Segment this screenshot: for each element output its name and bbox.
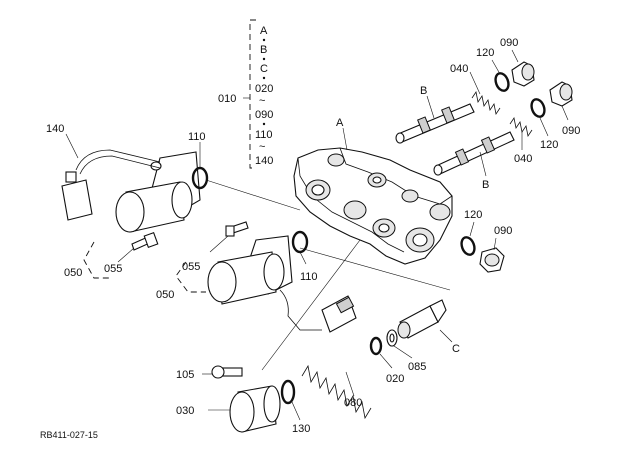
spool-lower: [433, 131, 515, 176]
label-A: A: [336, 117, 344, 129]
plug-090-upper: [511, 61, 535, 87]
label-120-mid: 120: [540, 139, 558, 151]
oring-020: [369, 336, 383, 356]
bolt-105: [211, 365, 243, 379]
valve-body: [293, 147, 453, 265]
stack-tilde-1: ~: [259, 95, 265, 107]
label-010: 010: [218, 93, 236, 105]
label-090-upper: 090: [500, 37, 518, 49]
label-B-lower: B: [482, 179, 489, 191]
label-030: 030: [176, 405, 194, 417]
stack-140: 140: [255, 155, 273, 167]
plug-090-mid: [549, 81, 573, 107]
label-085: 085: [408, 361, 426, 373]
wire-harness-140: [61, 149, 161, 221]
figure-code: RB411-027-15: [40, 430, 98, 440]
spool-upper: [395, 103, 475, 144]
oring-110-lower: [291, 230, 309, 254]
solenoid-030: [229, 385, 281, 433]
label-080: 080: [344, 397, 362, 409]
label-040-upper: 040: [450, 63, 468, 75]
stack-110: 110: [255, 129, 273, 141]
label-C-lower: C: [452, 343, 460, 355]
label-110-lower: 110: [300, 271, 318, 283]
label-050-lower: 050: [156, 289, 174, 301]
label-140: 140: [46, 123, 64, 135]
oring-120-upper: [494, 72, 510, 92]
stack-090: 090: [255, 109, 273, 121]
spring-080: [301, 364, 372, 420]
spring-040-upper: [471, 90, 501, 116]
bolt-055-upper: [131, 231, 159, 251]
label-020: 020: [386, 373, 404, 385]
label-055-lower: 055: [182, 261, 200, 273]
bracket-050-upper: [83, 241, 112, 279]
stack-C: C: [260, 63, 268, 75]
stack-020: 020: [255, 83, 273, 95]
label-090-mid: 090: [562, 125, 580, 137]
assembly-guide-lines: [205, 179, 451, 371]
spring-040-lower: [509, 116, 533, 138]
stack-tilde-2: ~: [259, 141, 265, 153]
oring-120-lower: [460, 236, 476, 256]
label-050-upper: 050: [64, 267, 82, 279]
label-110-upper: 110: [188, 131, 206, 143]
label-130: 130: [292, 423, 310, 435]
connector-plug: [321, 295, 357, 333]
valve-C: [397, 299, 447, 339]
label-120-lower: 120: [464, 209, 482, 221]
group-bracket-010: 010 A B C 020 ~ 090 110 ~ 140: [218, 19, 273, 169]
stack-A: A: [260, 25, 268, 37]
label-120-upper: 120: [476, 47, 494, 59]
label-090-lower: 090: [494, 225, 512, 237]
label-055-upper: 055: [104, 263, 122, 275]
solenoid-upper: [115, 151, 201, 233]
label-040-lower: 040: [514, 153, 532, 165]
solenoid-lower: [207, 235, 322, 331]
label-105: 105: [176, 369, 194, 381]
bolt-055-lower: [225, 221, 249, 237]
plug-090-lower: [479, 247, 505, 273]
stack-B: B: [260, 44, 267, 56]
label-B-upper: B: [420, 85, 427, 97]
oring-120-mid: [530, 98, 546, 118]
oring-130: [280, 379, 296, 405]
